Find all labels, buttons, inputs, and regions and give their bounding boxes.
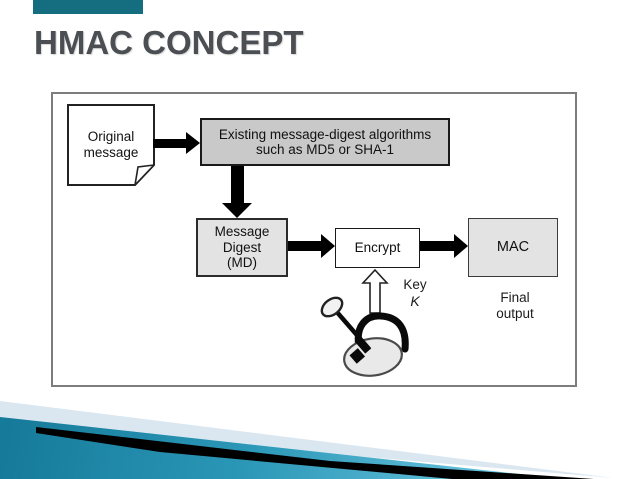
final-output-line2: output	[496, 306, 534, 321]
mac-box: MAC	[468, 218, 558, 277]
document-icon	[67, 104, 155, 186]
flow-arrow-algorithms-to-digest	[222, 166, 252, 218]
algorithms-box: Existing message-digest algorithms such …	[200, 118, 450, 166]
message-digest-box: Message Digest (MD)	[196, 218, 288, 277]
final-output-caption: Final output	[470, 290, 560, 322]
source-document-line2: message	[83, 145, 139, 160]
source-document-line1: Original	[87, 129, 135, 144]
final-output-line1: Final	[500, 290, 530, 305]
message-digest-line2: Digest	[222, 239, 262, 255]
arrow-head-icon	[186, 132, 200, 154]
flow-arrow-encrypt-to-mac	[420, 234, 468, 258]
mac-box-label: MAC	[496, 238, 530, 255]
flow-arrow-message-to-algorithms	[153, 132, 200, 154]
message-digest-line3: (MD)	[227, 255, 257, 271]
arrow-head-icon	[222, 203, 252, 218]
arrow-shaft	[288, 241, 321, 251]
arrow-head-icon	[454, 234, 468, 258]
arrow-shaft	[230, 166, 244, 203]
key-caption: Key K	[394, 277, 436, 309]
algorithms-box-line2: such as MD5 or SHA-1	[255, 142, 395, 157]
arrow-head-icon	[321, 234, 335, 258]
message-digest-line1: Message	[214, 224, 270, 240]
arrow-shaft	[420, 241, 454, 251]
source-document-label: Original message	[67, 104, 155, 186]
encrypt-box: Encrypt	[335, 228, 420, 268]
key-caption-line1: Key	[403, 277, 427, 292]
top-accent-bar	[33, 0, 143, 14]
slide-title: HMAC CONCEPT	[34, 24, 304, 61]
flow-arrow-digest-to-encrypt	[288, 234, 335, 258]
encrypt-box-label: Encrypt	[354, 240, 401, 256]
algorithms-box-line1: Existing message-digest algorithms	[218, 126, 432, 142]
arrow-shaft	[153, 138, 186, 148]
key-caption-line2: K	[410, 293, 420, 309]
key-padlock-icon	[320, 296, 409, 377]
